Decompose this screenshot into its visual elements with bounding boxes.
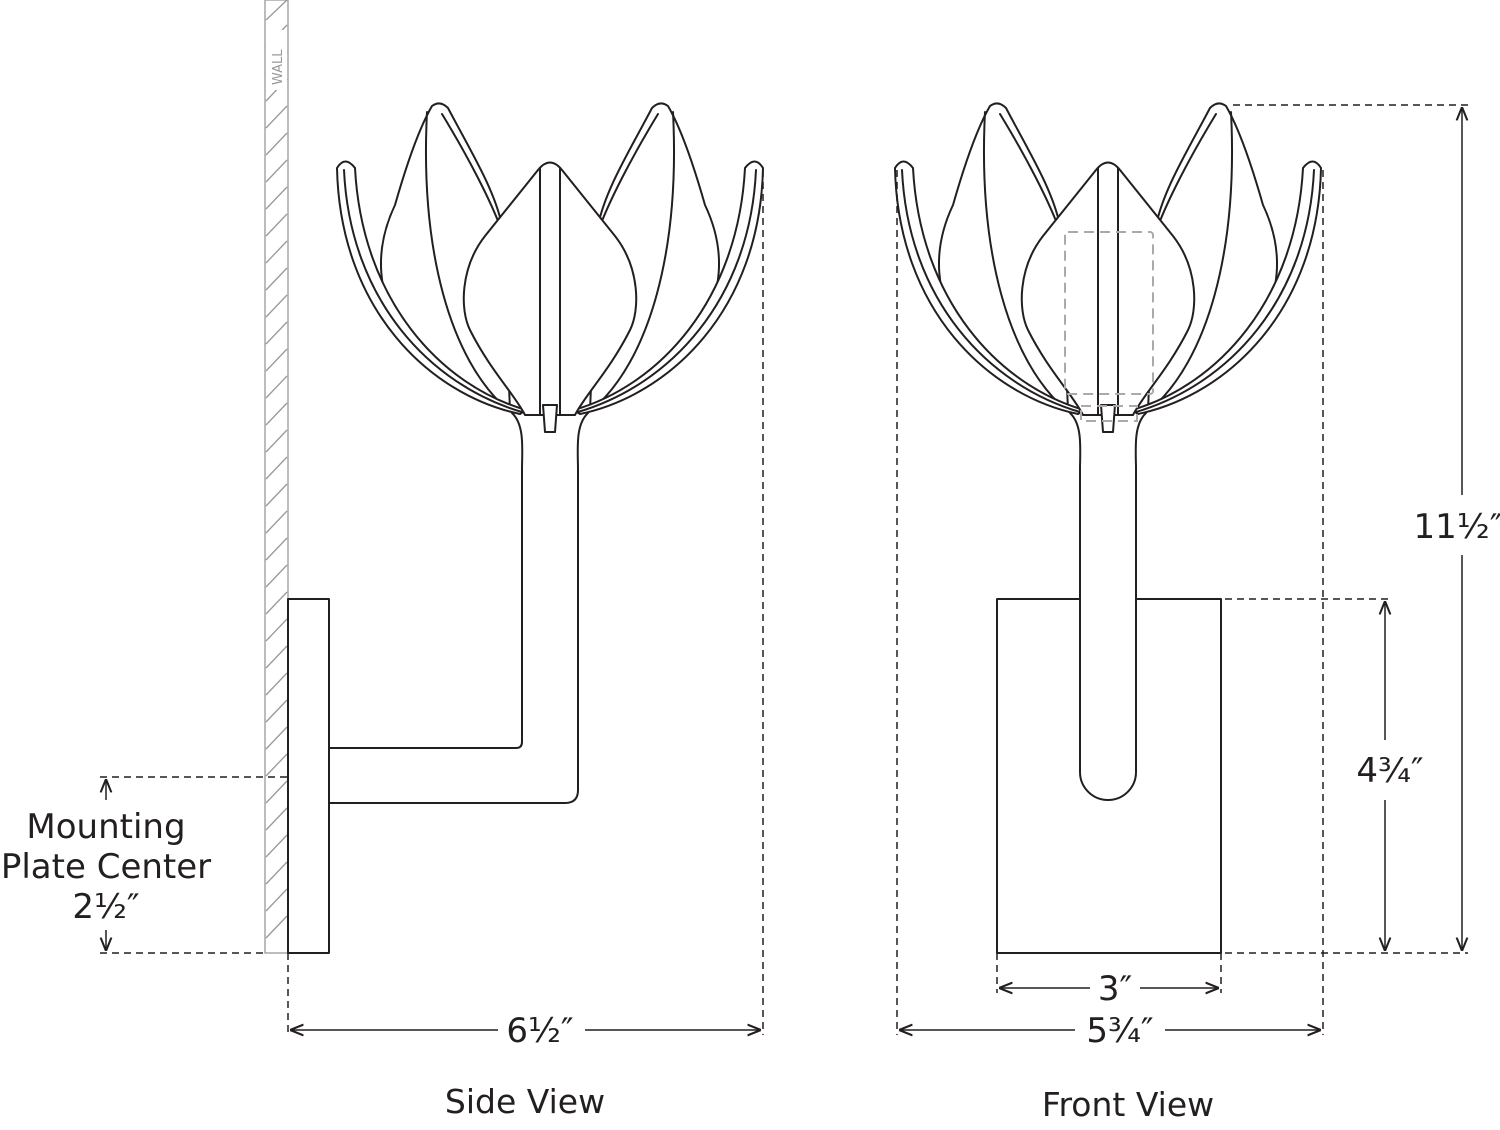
wall-hatch-line [265,726,288,750]
wall-hatch-line [265,0,288,21]
front-view-width-label: 5¾″ [1086,1011,1153,1051]
mounting-value: 2½″ [72,887,139,927]
wall-hatch-line [265,915,288,939]
wall-hatch-line [265,483,288,507]
wall-hatch-line [265,672,288,696]
mounting-label-line2: Plate Center [1,847,211,887]
wall-hatch-line [265,213,288,237]
wall-hatch-line [265,267,288,291]
wall-hatch-line [265,132,288,156]
wall-label: WALL [271,49,286,85]
wall-hatch-line [265,645,288,669]
side-view-flower-shade [336,102,764,471]
side-view-depth-label: 6½″ [506,1011,573,1051]
wall: WALL [264,0,289,954]
wall-hatch-line [265,618,288,642]
wall-hatch-line [265,456,288,480]
wall-hatch-line [265,429,288,453]
wall-hatch-line [265,402,288,426]
wall-hatch-line [265,348,288,372]
wall-hatch-line [265,294,288,318]
front-view-title: Front View [1042,1085,1214,1124]
side-view-arm [329,469,579,804]
front-view: 3″ 5¾″ 4¾″ 11½″ Front View [894,102,1500,1124]
front-view-flower-shade [894,102,1322,471]
overall-height-label: 11½″ [1414,507,1500,547]
wall-hatch-line [265,321,288,345]
wall-hatch-line [265,888,288,912]
bulb-outline [1064,231,1154,395]
wall-hatch-line [265,699,288,723]
wall-hatch-line [265,159,288,183]
wall-hatch-line [265,861,288,885]
backplate-width-label: 3″ [1098,969,1132,1009]
wall-hatch-line [265,375,288,399]
wall-hatch-line [265,834,288,858]
wall-hatch-line [265,807,288,831]
mounting-label-line1: Mounting [26,807,185,847]
wall-hatch-line [265,537,288,561]
socket-outline [1080,405,1138,422]
wall-hatch-line [265,564,288,588]
front-view-stem [1079,465,1137,801]
wall-hatch-line [265,591,288,615]
wall-hatch-line [265,753,288,777]
side-view: 6½″ Mounting Plate Center 2½″ Side View [1,102,764,1121]
wall-hatch-line [265,186,288,210]
side-view-title: Side View [445,1082,605,1121]
backplate-height-label: 4¾″ [1356,751,1423,791]
wall-hatch-line [265,105,288,129]
wall-hatch-line [265,510,288,534]
wall-hatch-line [265,240,288,264]
wall-hatch-line [265,780,288,804]
side-view-backplate [287,598,330,954]
